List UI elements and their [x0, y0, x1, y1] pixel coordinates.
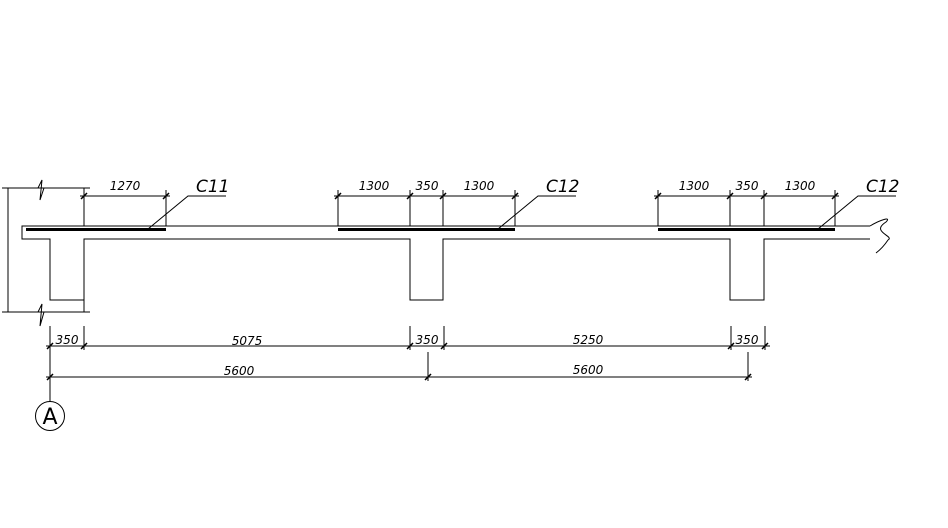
- rebar-label-c11: C11: [196, 177, 230, 197]
- dim-bottom-1: 350: [56, 333, 79, 347]
- dim-total-1: 5600: [224, 364, 255, 378]
- leader-c12b: [817, 195, 896, 230]
- axis-label: A: [42, 405, 57, 430]
- dim-top-2: 1300: [359, 179, 390, 193]
- bottom-dimensions: [46, 326, 770, 402]
- slab-outline: [21, 225, 870, 301]
- rebar-label-c12: C12: [546, 177, 580, 197]
- leader-c12a: [497, 195, 576, 230]
- dim-bottom-5: 350: [736, 333, 759, 347]
- dim-bottom-3: 350: [416, 333, 439, 347]
- dim-top-4: 1300: [464, 179, 495, 193]
- axis-bubble: [35, 401, 65, 431]
- dim-top-3: 350: [416, 179, 439, 193]
- leader-c11: [147, 195, 226, 230]
- dim-bottom-4: 5250: [573, 333, 604, 347]
- top-dimensions: [80, 190, 839, 226]
- dim-top-1: 1270: [110, 179, 141, 193]
- dim-bottom-2: 5075: [232, 334, 263, 348]
- break-line: [869, 218, 890, 254]
- rebar-label-c12: C12: [866, 177, 900, 197]
- dim-top-7: 1300: [785, 179, 816, 193]
- dim-total-2: 5600: [573, 363, 604, 377]
- dim-top-6: 350: [736, 179, 759, 193]
- dim-top-5: 1300: [679, 179, 710, 193]
- wall: [2, 179, 90, 327]
